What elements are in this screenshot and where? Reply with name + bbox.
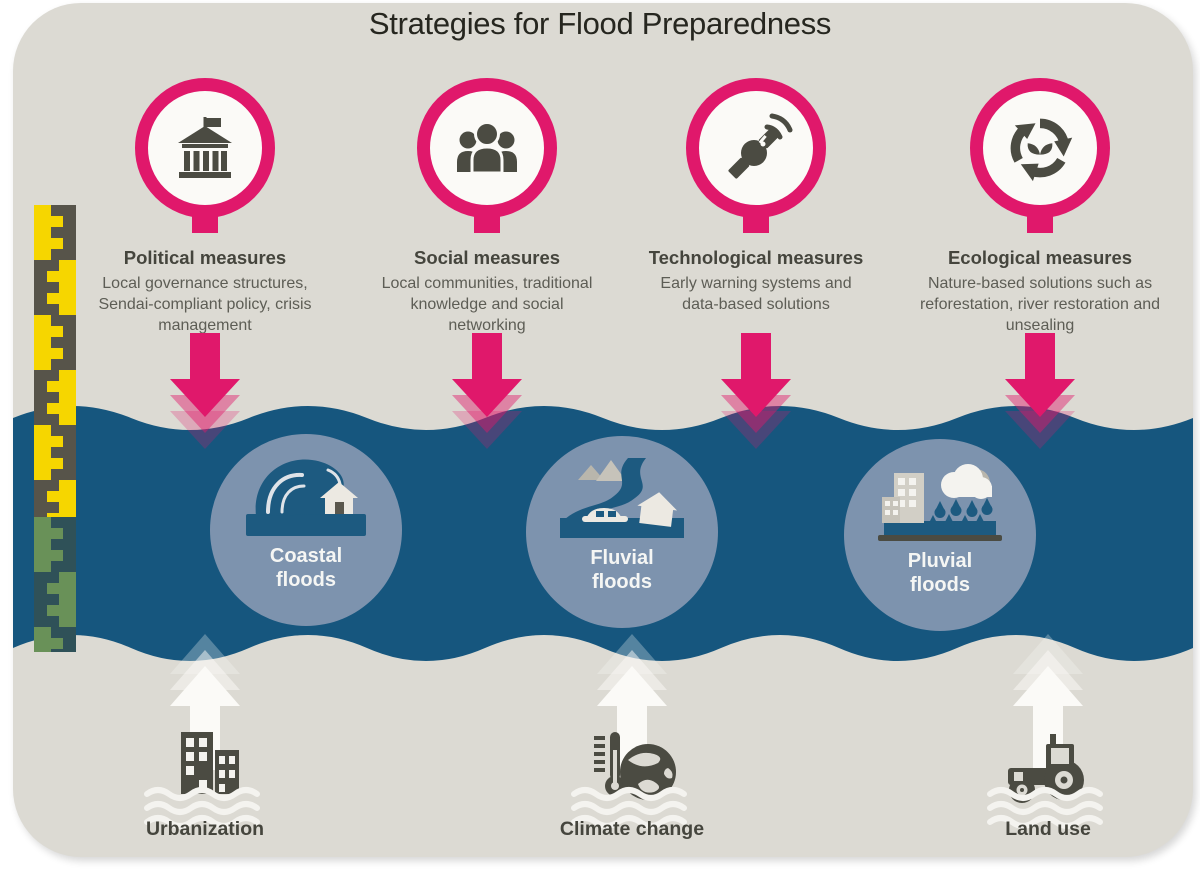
city-buildings-icon (181, 732, 239, 794)
raindrops (927, 498, 993, 532)
driver-label: Land use (1005, 818, 1091, 840)
measure-technological: Technological measures Early warning sys… (611, 78, 901, 449)
measure-title: Technological measures (648, 247, 864, 268)
satellite-icon (728, 113, 793, 179)
badge-tab (1027, 211, 1053, 233)
driver-climate-change: Climate change (557, 628, 707, 858)
driver-urbanization: Urbanization (130, 628, 280, 858)
coastal-wave-icon (246, 459, 366, 536)
measure-description: Nature-based solutions such as reforesta… (919, 275, 1161, 335)
social-measure-badge (417, 78, 557, 218)
measure-title: Social measures (413, 247, 561, 268)
driver-land-use: Land use (973, 628, 1123, 858)
measure-description: Local governance structures, Sendai-comp… (98, 275, 312, 335)
rain-city-icon (878, 464, 1002, 541)
technological-measure-badge (686, 78, 826, 218)
down-arrow-icon (721, 333, 791, 449)
people-group-icon (457, 121, 517, 175)
down-arrow-icon (170, 333, 240, 449)
ecological-measure-badge (970, 78, 1110, 218)
water-waves-icon (987, 787, 1103, 829)
driver-label: Climate change (559, 818, 705, 840)
thermometer-globe-icon (594, 732, 676, 800)
measure-social: Social measures Local communities, tradi… (342, 78, 632, 449)
measure-title: Political measures (123, 247, 287, 268)
measure-description: Early warning systems and data-based sol… (660, 275, 852, 314)
tractor-icon (1008, 734, 1084, 803)
recycling-leaf-icon (1004, 112, 1073, 184)
down-arrow-icon (452, 333, 522, 449)
measure-title: Ecological measures (947, 247, 1133, 268)
political-measure-badge (135, 78, 275, 218)
measure-ecological: Ecological measures Nature-based solutio… (895, 78, 1185, 449)
page-title: Strategies for Flood Preparedness (368, 6, 832, 41)
measure-political: Political measures Local governance stru… (60, 78, 350, 449)
river-valley-icon (560, 458, 684, 538)
measure-description: Local communities, traditional knowledge… (381, 275, 593, 335)
water-waves-icon (571, 787, 687, 829)
badge-tab (192, 211, 218, 233)
water-waves-icon (144, 787, 260, 829)
driver-label: Urbanization (145, 818, 265, 840)
badge-tab (743, 211, 769, 233)
down-arrow-icon (1005, 333, 1075, 449)
government-building-icon (178, 117, 232, 178)
badge-tab (474, 211, 500, 233)
